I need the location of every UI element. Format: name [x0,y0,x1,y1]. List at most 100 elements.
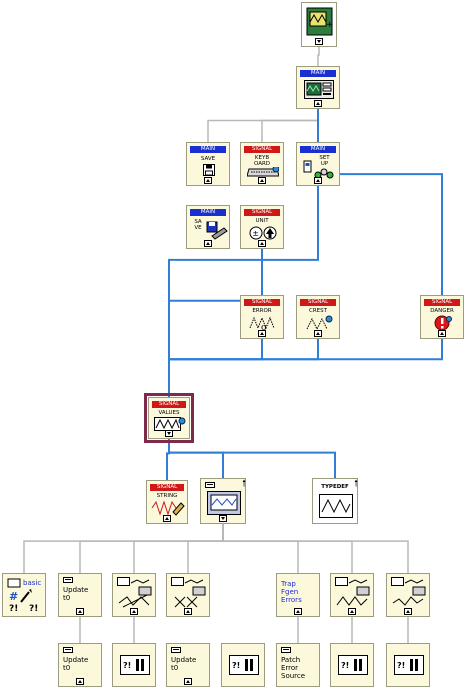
exclamation-icon [434,315,452,331]
node-band: MAIN [190,146,226,153]
svg-text:?!: ?! [397,661,405,670]
update-t0-node[interactable]: Update t0 [166,643,210,687]
node-label: KEYB OARD [253,155,271,167]
arrow-up-icon: 🠕 [242,479,246,489]
unknown-subvi-icon: ?! [338,655,368,675]
danger-node[interactable]: SIGNAL DANGER [420,295,464,339]
trap-fgen-errors-node[interactable]: Trap Fgen Errors [276,573,320,617]
patch-error-source-node[interactable]: Patch Error Source [276,643,320,687]
node-band: MAIN [300,70,336,77]
connector-up-icon [348,608,356,615]
connector-up-icon [258,177,266,184]
svg-text:#: # [9,590,18,603]
connector-up-icon [258,240,266,247]
waveform-subvi-node[interactable] [330,573,374,617]
typedef-glyph-icon [63,647,73,653]
wire-cluster-wave1 [133,524,224,573]
waveform-values-icon [154,417,186,431]
wire-top-main [317,47,320,66]
node-label: basic [23,579,42,587]
node-label: VALUES [158,410,180,416]
connector-up-icon [258,330,266,337]
string-node[interactable]: SIGNAL STRING [146,480,188,524]
typedef-glyph-icon [205,482,215,488]
waveform-subvi-icon [117,577,152,608]
waveform-subvi-node[interactable] [166,573,210,617]
connector-up-icon [204,240,212,247]
node-band: SIGNAL [150,484,184,491]
node-label: STRING [156,493,178,499]
connector-up-icon [204,177,212,184]
unknown-subvi-icon: ?! [229,655,259,675]
wire-cluster-wave2 [187,524,224,573]
wire-main-keyboard [261,109,319,142]
signal-display-icon [304,80,334,99]
values-node-selected[interactable]: SIGNAL VALUES [144,393,194,443]
update-t0-node[interactable]: Update t0 [58,573,102,617]
node-band: SIGNAL [424,299,460,306]
error-node[interactable]: SIGNAL ERROR σ [240,295,284,339]
wire-crest-values [168,339,319,397]
cluster-typedef-node[interactable]: 🠕 [200,478,246,524]
svg-text:?!: ?! [9,604,18,612]
triangle-wave-icon [319,494,353,518]
wire-error-values [168,339,263,397]
node-label: Patch Error Source [281,656,306,680]
waveform-subvi-node[interactable] [386,573,430,617]
svg-text:±: ± [252,229,259,238]
wire-values-typedef [168,439,336,478]
node-label: Trap Fgen Errors [281,580,302,604]
svg-text:+: + [326,20,333,30]
connector-up-icon [314,330,322,337]
wire-values-cluster [168,439,224,478]
node-band: MAIN [190,209,226,216]
unknown-subvi-node[interactable]: ?! [221,643,265,687]
update-t0-node[interactable]: Update t0 [58,643,102,687]
typedef-node[interactable]: TYPEDEF 🠕 [312,478,358,524]
basic-node[interactable]: basic # ?! ?! [2,573,46,617]
connector-up-icon [314,100,322,107]
unit-node[interactable]: SIGNAL UNIT ± [240,205,284,249]
node-label: DANGER [430,308,454,314]
setup-gears-icon [303,160,334,179]
waveform-subvi-node[interactable] [112,573,156,617]
crest-node[interactable]: SIGNAL CREST [296,295,340,339]
node-label: SA VE [194,219,202,231]
plus-minus-arrow-icon: ± [249,226,277,240]
svg-text:?!: ?! [232,661,240,670]
unknown-subvi-icon: ?! [120,655,150,675]
unknown-subvi-node[interactable]: ?! [330,643,374,687]
node-label: Update t0 [63,656,89,672]
wire-unit-values [168,249,263,397]
basic-tools-icon: # ?! ?! [7,578,38,612]
waveform-subvi-icon [391,577,426,606]
cluster-typedef-icon [207,491,241,515]
unknown-subvi-node[interactable]: ?! [112,643,156,687]
keyboard-node[interactable]: SIGNAL KEYB OARD [240,142,284,186]
connector-up-icon [76,608,84,615]
setup-node[interactable]: MAIN SET UP [296,142,340,186]
connector-down-icon [165,430,173,437]
wire-cluster-wave3 [222,524,353,573]
wire-danger-values [168,339,443,397]
node-label: ERROR [252,308,272,314]
save-node[interactable]: MAIN SAVE [186,142,230,186]
node-label: Update t0 [63,586,89,602]
connector-up-icon [163,515,171,522]
node-label: SET UP [319,155,330,167]
main-node[interactable]: MAIN [296,66,340,109]
connector-up-icon [294,608,302,615]
unknown-subvi-node[interactable]: ?! [386,643,430,687]
svg-text:?!: ?! [341,661,349,670]
fgen-panel-icon: + [306,7,333,36]
save-values-node[interactable]: MAIN SA VE [186,205,230,249]
node-band: MAIN [300,146,336,153]
wire-main-save [207,109,319,142]
wire-main-danger [317,109,443,295]
connector-up-icon [314,177,322,184]
crest-waveform-icon [306,315,333,331]
wire-cluster-update1 [79,524,224,573]
fgen-top-node[interactable]: + [301,2,337,47]
